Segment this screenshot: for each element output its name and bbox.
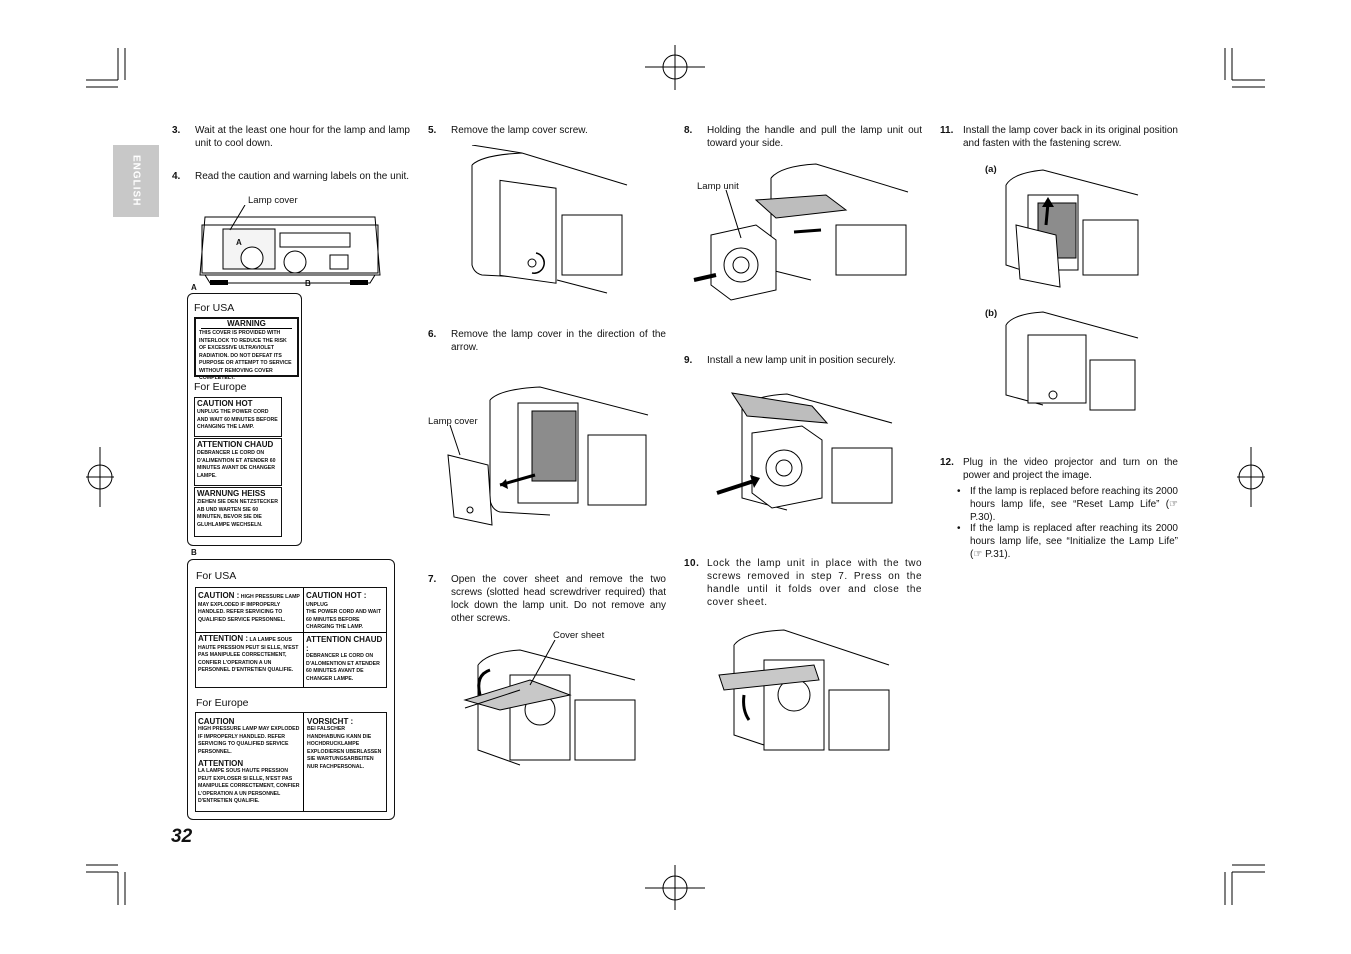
cover-sheet-label: Cover sheet bbox=[553, 630, 605, 641]
warning-label: WARNING THIS COVER IS PROVIDED WITH INTE… bbox=[194, 317, 299, 381]
step-9: 9. Install a new lamp unit in position s… bbox=[684, 354, 922, 367]
page-number: 32 bbox=[171, 826, 193, 847]
step-number: 9. bbox=[684, 355, 693, 366]
step-text: Read the caution and warning labels on t… bbox=[195, 171, 410, 182]
step9-illustration bbox=[712, 378, 897, 518]
caution-body: MAY EXPLODED IF IMPROPERLY HANDLED. REFE… bbox=[198, 601, 286, 623]
attention-chaud-body-b: DEBRANCER LE CORD ON D'ALOMENTION ET ATE… bbox=[306, 653, 380, 682]
language-tab: ENGLISH bbox=[113, 145, 159, 217]
eu-caution-title: CAUTION bbox=[198, 717, 235, 726]
bullet-text: If the lamp is replaced before reaching … bbox=[970, 486, 1178, 523]
step-number: 10. bbox=[684, 558, 700, 569]
step7-illustration bbox=[460, 640, 640, 770]
europe-lamp-label: CAUTION HIGH PRESSURE LAMP MAY EXPLODED … bbox=[195, 712, 387, 812]
step-number: 12. bbox=[940, 457, 954, 468]
marker-b-small: B bbox=[305, 279, 311, 288]
panel-a-usa-heading: For USA bbox=[194, 302, 235, 314]
bullet-after-lamp-life: • If the lamp is replaced after reaching… bbox=[957, 522, 1178, 561]
eu-attention-body: LA LAMPE SOUS HAUTE PRESSION PEUT EXPLOS… bbox=[198, 768, 300, 804]
caution-hot-label: CAUTION HOT UNPLUG THE POWER CORD AND WA… bbox=[194, 397, 282, 437]
step11b-illustration bbox=[998, 300, 1143, 415]
step-text: Open the cover sheet and remove the two … bbox=[451, 574, 666, 624]
attention-chaud-label: ATTENTION CHAUD DEBRANCER LE CORD ON D'A… bbox=[194, 438, 282, 486]
step-number: 4. bbox=[172, 171, 181, 182]
marker-b: B bbox=[191, 548, 197, 557]
step-7: 7. Open the cover sheet and remove the t… bbox=[428, 573, 666, 625]
step-6: 6. Remove the lamp cover in the directio… bbox=[428, 328, 666, 354]
attention-body: HAUTE PRESSION PEUT SI ELLE, N'EST PAS M… bbox=[198, 644, 299, 674]
bullet-before-lamp-life: • If the lamp is replaced before reachin… bbox=[957, 485, 1178, 524]
lamp-cover-step6-label: Lamp cover bbox=[428, 416, 478, 427]
step5-illustration bbox=[462, 145, 632, 295]
bullet-dot: • bbox=[957, 523, 961, 534]
caution-hot-body-b: THE POWER CORD AND WAIT 60 MINUTES BEFOR… bbox=[306, 609, 382, 630]
panel-b-europe-heading: For Europe bbox=[196, 697, 249, 709]
projector-rear-illustration bbox=[195, 205, 385, 285]
marker-a: A bbox=[191, 283, 197, 292]
warnung-title: WARNUNG HEISS bbox=[197, 489, 266, 498]
attention-title: ATTENTION : bbox=[198, 634, 249, 643]
usa-lamp-label: CAUTION : HIGH PRESSURE LAMP MAY EXPLODE… bbox=[195, 587, 387, 688]
step-4: 4. Read the caution and warning labels o… bbox=[172, 170, 410, 183]
attention-chaud-title: ATTENTION CHAUD bbox=[197, 440, 274, 449]
step-number: 11. bbox=[940, 125, 954, 136]
step-8: 8. Holding the handle and pull the lamp … bbox=[684, 124, 922, 150]
caution-hot-inline: UNPLUG bbox=[306, 601, 328, 608]
step-text: Install a new lamp unit in position secu… bbox=[707, 355, 896, 366]
step-text: Install the lamp cover back in its origi… bbox=[963, 125, 1178, 149]
warnung-body: ZIEHEN SIE DEN NETZSTECKER AB UND WARTEN… bbox=[197, 499, 278, 528]
bullet-dot: • bbox=[957, 486, 961, 497]
eu-caution-body: HIGH PRESSURE LAMP MAY EXPLODED IF IMPRO… bbox=[198, 726, 300, 755]
label-panel-b bbox=[187, 559, 395, 820]
step-text: Lock the lamp unit in place with the two… bbox=[707, 558, 922, 608]
bullet-text: If the lamp is replaced after reaching i… bbox=[970, 523, 1178, 560]
panel-a-europe-heading: For Europe bbox=[194, 381, 247, 393]
attention-chaud-title-b: ATTENTION CHAUD : bbox=[306, 635, 383, 653]
step-text: Wait at the least one hour for the lamp … bbox=[195, 125, 410, 149]
step10-illustration bbox=[714, 620, 894, 770]
step-number: 7. bbox=[428, 574, 437, 585]
sub-a-label: (a) bbox=[985, 164, 997, 175]
vorsicht-body: BEI FALSCHER HANDHABUNG KANN DIE HOCHDRU… bbox=[307, 726, 382, 770]
step-text: Plug in the video projector and turn on … bbox=[963, 457, 1178, 481]
step-10: 10. Lock the lamp unit in place with the… bbox=[684, 557, 922, 609]
attention-inline: LA LAMPE SOUS bbox=[249, 637, 292, 643]
step6-illustration bbox=[440, 375, 650, 535]
warning-title: WARNING bbox=[201, 319, 292, 329]
panel-b-usa-heading: For USA bbox=[196, 570, 237, 582]
caution-hot-body: UNPLUG THE POWER CORD AND WAIT 60 MINUTE… bbox=[197, 409, 278, 430]
step-3: 3. Wait at the least one hour for the la… bbox=[172, 124, 410, 150]
lamp-cover-label: Lamp cover bbox=[248, 195, 298, 206]
step-text: Remove the lamp cover in the direction o… bbox=[451, 329, 666, 353]
step-11: 11. Install the lamp cover back in its o… bbox=[940, 124, 1178, 150]
eu-attention-title: ATTENTION bbox=[198, 759, 244, 768]
warning-body: THIS COVER IS PROVIDED WITH INTERLOCK TO… bbox=[199, 330, 292, 381]
caution-hot-title: CAUTION HOT bbox=[197, 399, 253, 408]
sub-b-label: (b) bbox=[985, 308, 998, 319]
caution-inline: HIGH PRESSURE LAMP bbox=[240, 594, 300, 600]
step-number: 3. bbox=[172, 125, 181, 136]
step-text: Remove the lamp cover screw. bbox=[451, 125, 588, 136]
step-number: 6. bbox=[428, 329, 437, 340]
label-panel-a bbox=[187, 293, 302, 546]
caution-title: CAUTION : bbox=[198, 591, 240, 600]
step-number: 5. bbox=[428, 125, 437, 136]
caution-hot-title-b: CAUTION HOT : bbox=[306, 591, 367, 600]
language-tab-label: ENGLISH bbox=[130, 155, 142, 207]
step-text: Holding the handle and pull the lamp uni… bbox=[707, 125, 922, 149]
step8-illustration bbox=[686, 150, 911, 310]
lamp-unit-label: Lamp unit bbox=[697, 181, 739, 192]
step-number: 8. bbox=[684, 125, 693, 136]
vorsicht-title: VORSICHT : bbox=[307, 717, 354, 726]
attention-chaud-body: DEBRANCER LE CORD ON D'ALIMENTION ET ATE… bbox=[197, 450, 276, 479]
warnung-heiss-label: WARNUNG HEISS ZIEHEN SIE DEN NETZSTECKER… bbox=[194, 487, 282, 537]
step-12: 12. Plug in the video projector and turn… bbox=[940, 456, 1178, 482]
step11a-illustration bbox=[998, 155, 1143, 290]
step-5: 5. Remove the lamp cover screw. bbox=[428, 124, 666, 137]
marker-a-small: A bbox=[236, 238, 242, 247]
